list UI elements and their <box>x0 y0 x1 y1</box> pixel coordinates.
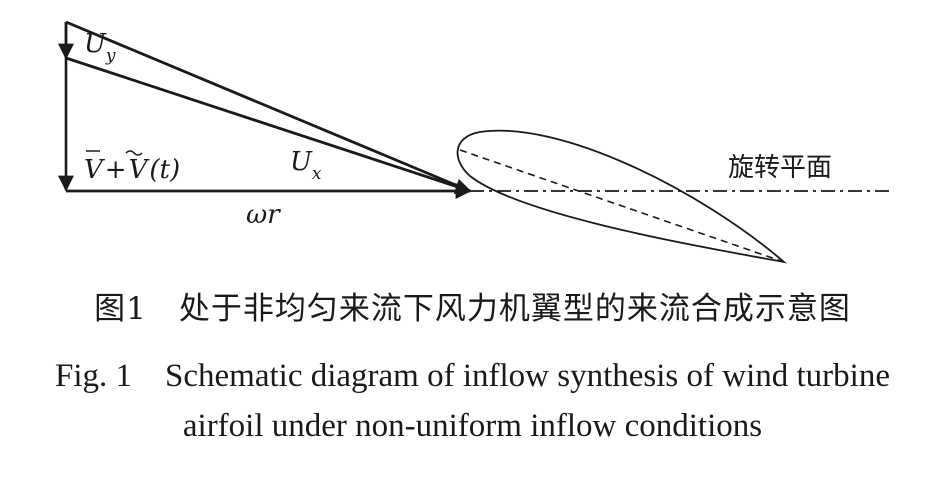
ux-vector-outer <box>65 20 471 193</box>
ux-label: Ux <box>290 147 322 184</box>
ux-vector <box>65 56 472 195</box>
airfoil-profile <box>456 129 788 264</box>
uy-label: Uy <box>84 29 116 66</box>
airfoil-chord-line <box>459 149 785 263</box>
omega-r-label: ωr <box>246 200 281 230</box>
inflow-velocity-label: V+V(t) <box>84 150 180 185</box>
figure-caption-english-line2: airfoil under non-uniform inflow conditi… <box>182 408 763 444</box>
rotation-plane-label: 旋转平面 <box>728 153 832 183</box>
figure-caption-english-line1: Fig. 1 Schematic diagram of inflow synth… <box>55 358 890 394</box>
svg-text:V+V(t): V+V(t) <box>84 155 180 185</box>
figure-caption-chinese: 图1 处于非均匀来流下风力机翼型的来流合成示意图 <box>94 291 851 327</box>
